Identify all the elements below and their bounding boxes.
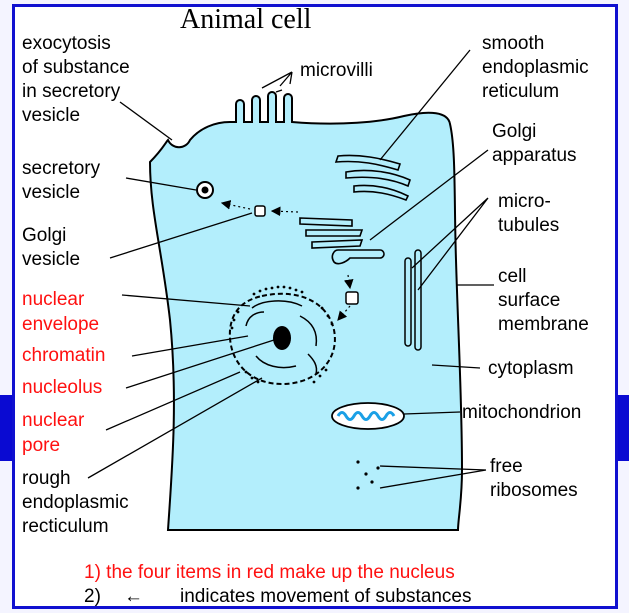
label-nucleolus: nucleolus	[22, 377, 102, 398]
label-smooth-er: smooth endoplasmic reticulum	[482, 33, 594, 102]
label-secretory-vesicle: secretory vesicle	[22, 158, 105, 203]
note-arrow: ←	[124, 586, 143, 607]
label-rough-er: rough endoplasmic recticulum	[22, 468, 134, 537]
label-microvilli: microvilli	[300, 60, 373, 81]
label-nuclear-envelope: nuclear envelope	[22, 289, 99, 335]
transport-vesicle-shape	[346, 292, 358, 304]
label-microtubules: micro- tubules	[498, 191, 559, 236]
label-golgi-vesicle: Golgi vesicle	[22, 225, 80, 270]
nucleus-shape	[230, 294, 335, 384]
label-cytoplasm: cytoplasm	[488, 358, 574, 379]
nucleolus-shape	[273, 326, 291, 350]
label-exocytosis: exocytosis of substance in secretory ves…	[22, 33, 135, 126]
golgi-vesicle-shape	[255, 206, 265, 216]
label-cell-surface-membrane: cell surface membrane	[498, 266, 589, 335]
diagram-title: Animal cell	[180, 4, 312, 35]
note-nucleus: 1) the four items in red make up the nuc…	[84, 562, 455, 583]
label-nuclear-pore: nuclear pore	[22, 410, 90, 456]
label-free-ribosomes: free ribosomes	[490, 456, 578, 501]
label-chromatin: chromatin	[22, 345, 105, 366]
mitochondrion-shape	[332, 403, 404, 429]
note-movement: indicates movement of substances	[180, 586, 472, 607]
label-mitochondrion: mitochondrion	[462, 402, 581, 423]
label-golgi-apparatus: Golgi apparatus	[492, 121, 577, 166]
note-number-2: 2)	[84, 586, 101, 607]
secretory-vesicle-core	[202, 187, 209, 194]
